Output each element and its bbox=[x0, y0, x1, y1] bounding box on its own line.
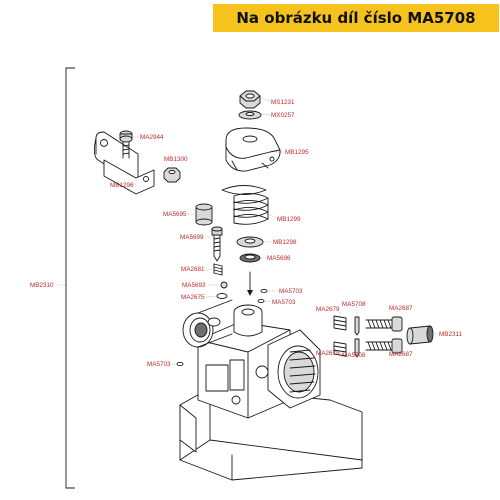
label-ma2681: MA2681 bbox=[181, 266, 205, 273]
label-ma5699: MA5699 bbox=[180, 234, 204, 241]
label-ma5703-mid: MA5703 bbox=[272, 299, 296, 306]
sleeve-mb2311 bbox=[406, 325, 434, 345]
ball-ma5693 bbox=[220, 281, 228, 289]
cap-ma5695 bbox=[195, 203, 213, 226]
pins-ma5708 bbox=[354, 316, 360, 358]
screws-ma2687 bbox=[365, 316, 403, 354]
label-ma2679-top: MA2679 bbox=[316, 306, 340, 313]
nut-mb1300 bbox=[163, 167, 181, 183]
label-ma2679-bot: MA2679 bbox=[316, 350, 340, 357]
seal-ma5696 bbox=[239, 253, 261, 263]
label-ma5703-top: MA5703 bbox=[279, 288, 303, 295]
carburetor-body bbox=[179, 299, 363, 481]
washer-mx0257 bbox=[238, 110, 262, 120]
torsion-spring-mb1299 bbox=[221, 185, 269, 225]
screw-ma2944 bbox=[119, 130, 133, 159]
insertion-arrow bbox=[247, 271, 253, 296]
label-mb1296: MB1296 bbox=[110, 182, 134, 189]
part-number-banner: Na obrázku díl číslo MA5708 bbox=[213, 4, 499, 32]
label-mb1298: MB1298 bbox=[273, 239, 297, 246]
label-ms1231: MS1231 bbox=[271, 99, 295, 106]
label-ma5693: MA5693 bbox=[182, 282, 206, 289]
lever-plate-mb1295 bbox=[225, 127, 281, 172]
label-ma5703-left: MA5703 bbox=[147, 361, 171, 368]
pin-ma5699 bbox=[211, 226, 223, 262]
banner-title: Na obrázku díl číslo MA5708 bbox=[236, 9, 476, 27]
label-ma2675: MA2675 bbox=[181, 294, 205, 301]
spring-ma2681 bbox=[213, 263, 223, 276]
label-ma2944: MA2944 bbox=[140, 134, 164, 141]
label-mb1295: MB1295 bbox=[285, 149, 309, 156]
label-ma5696: MA5696 bbox=[267, 255, 291, 262]
oring-ma2675 bbox=[216, 293, 228, 299]
label-ma5708-bot: MA5708 bbox=[342, 352, 366, 359]
mounting-bracket-mb1296 bbox=[93, 131, 155, 195]
label-ma5695: MA5695 bbox=[163, 211, 187, 218]
label-ma5708-top: MA5708 bbox=[342, 301, 366, 308]
label-mb1299: MB1299 bbox=[277, 216, 301, 223]
label-ma2687-bot: MA2687 bbox=[389, 351, 413, 358]
label-mb1300: MB1300 bbox=[164, 156, 188, 163]
assembly-bracket bbox=[65, 67, 75, 489]
nut-ms1231 bbox=[239, 90, 261, 109]
washer-mb1298 bbox=[236, 236, 264, 248]
leader-lines bbox=[132, 97, 438, 365]
label-mb2310: MB2310 bbox=[30, 282, 54, 289]
label-ma2687-top: MA2687 bbox=[389, 305, 413, 312]
label-mx0257: MX0257 bbox=[271, 112, 295, 119]
label-mb2311: MB2311 bbox=[439, 331, 462, 338]
